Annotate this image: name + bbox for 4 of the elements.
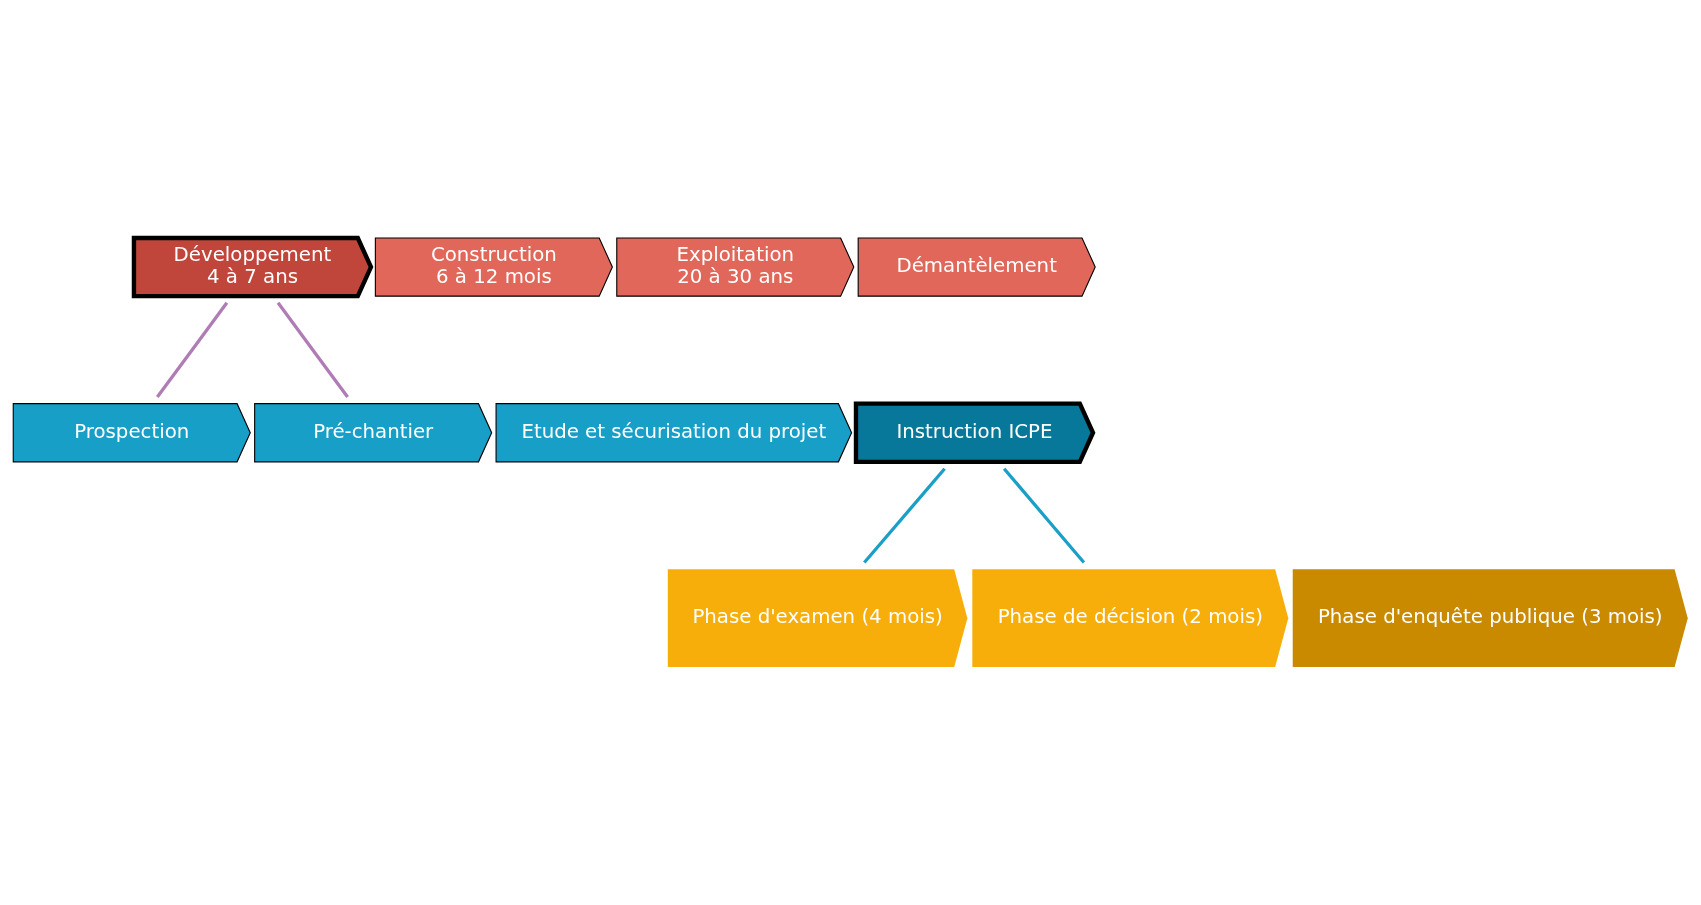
connector bbox=[156, 301, 229, 398]
connector bbox=[863, 467, 946, 564]
connector bbox=[1002, 467, 1086, 564]
connector bbox=[276, 301, 349, 398]
